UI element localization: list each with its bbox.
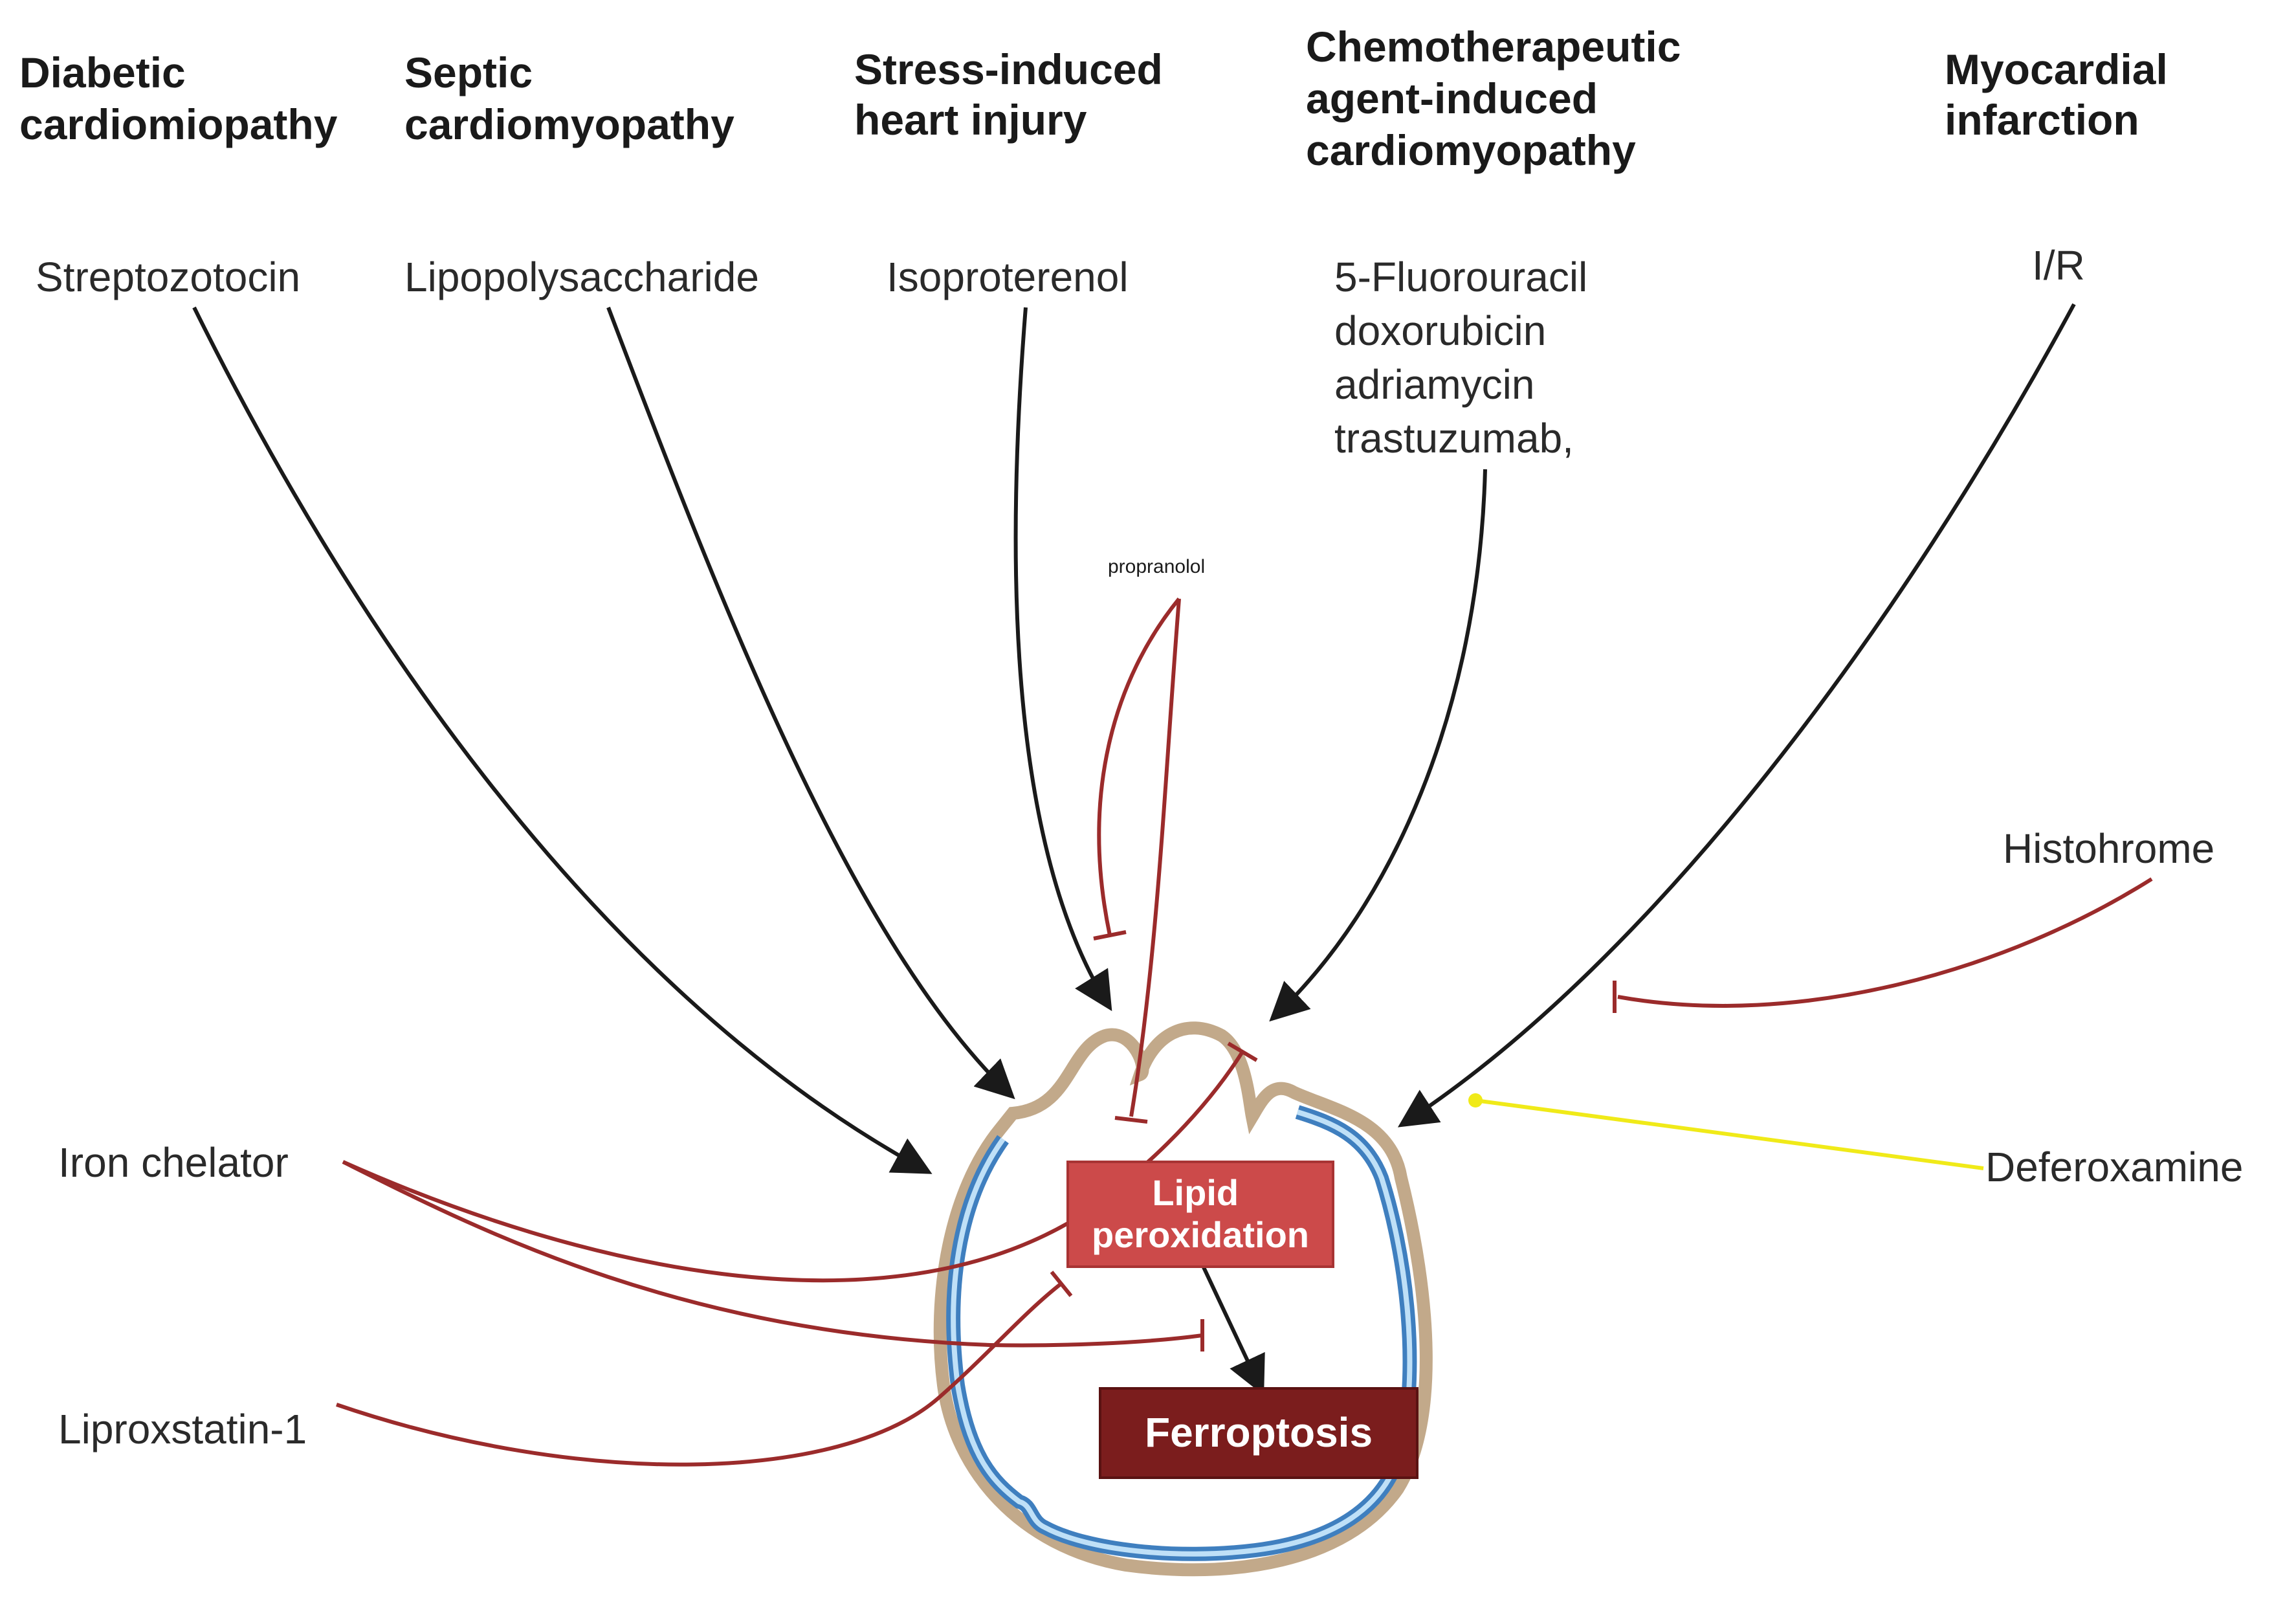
inhibitor-iron-chelator: Iron chelator (58, 1139, 289, 1186)
ferroptosis-label: Ferroptosis (1145, 1409, 1373, 1456)
arrow-lipopolysaccharide-to-heart (606, 306, 1015, 1100)
heart-shape (933, 1021, 1433, 1577)
heart-outline (933, 1021, 1433, 1577)
inhibitor-liproxstatin-1: Liproxstatin-1 (58, 1406, 307, 1452)
inhibitor-histohrome: Histohrome (2003, 825, 2214, 872)
inhibit-liproxstatin-bar (1050, 1271, 1073, 1297)
deferoxamine-line (1475, 1098, 1984, 1170)
inhibit-propranolol-lipid (1129, 598, 1181, 1117)
inducer-ischemia-reperfusion: I/R (2032, 242, 2085, 289)
arrow-lipid-to-ferroptosis (1202, 1266, 1265, 1396)
ferroptosis-box: Ferroptosis (1099, 1387, 1418, 1479)
inhibit-iron-chelator-upper-bar (1227, 1041, 1258, 1062)
inhibitor-propranolol: propranolol (1108, 556, 1205, 577)
lipid-peroxidation-box: Lipid peroxidation (1066, 1161, 1334, 1268)
inhibit-histohrome (1617, 877, 2153, 1008)
inhibit-liproxstatin (336, 1282, 1063, 1467)
condition-myocardial-infarction: Myocardial infarction (1945, 45, 2180, 144)
inducer-lipopolysaccharide: Lipopolysaccharide (404, 254, 759, 300)
inhibit-propranolol-isoproterenol-bar (1093, 930, 1127, 940)
arrow-streptozotocin-to-heart (192, 306, 933, 1174)
inhibit-propranolol-lipid-bar (1114, 1116, 1148, 1124)
inducer-isoproterenol: Isoproterenol (887, 254, 1129, 300)
inducer-streptozotocin: Streptozotocin (36, 254, 300, 300)
activation-arrows (192, 303, 2076, 1396)
deferoxamine-dot (1468, 1093, 1483, 1107)
inhibit-iron-chelator-upper (342, 1051, 1244, 1283)
arrow-chemo-to-heart (1269, 469, 1487, 1022)
inhibition-lines (336, 597, 2153, 1467)
arrow-isoproterenol-to-heart (1013, 307, 1112, 1012)
condition-chemotherapeutic-cardiomyopathy: Chemotherapeutic agent-induced cardiomyo… (1306, 23, 1693, 174)
inhibit-iron-chelator-lower (342, 1160, 1203, 1348)
inducer-chemo-agents: 5-Fluorouracil doxorubicin adriamycin tr… (1334, 254, 1599, 462)
condition-septic-cardiomyopathy: Septic cardiomyopathy (404, 49, 734, 148)
inhibit-propranolol-isoproterenol (1097, 597, 1181, 936)
condition-stress-induced-heart-injury: Stress-induced heart injury (854, 45, 1175, 144)
lipid-peroxidation-label: Lipid peroxidation (1092, 1172, 1309, 1255)
arrow-ischemia-reperfusion-to-heart (1397, 303, 2076, 1128)
inhibitor-deferoxamine: Deferoxamine (1985, 1144, 2243, 1190)
condition-diabetic-cardiomyopathy: Diabetic cardiomiopathy (19, 49, 338, 148)
